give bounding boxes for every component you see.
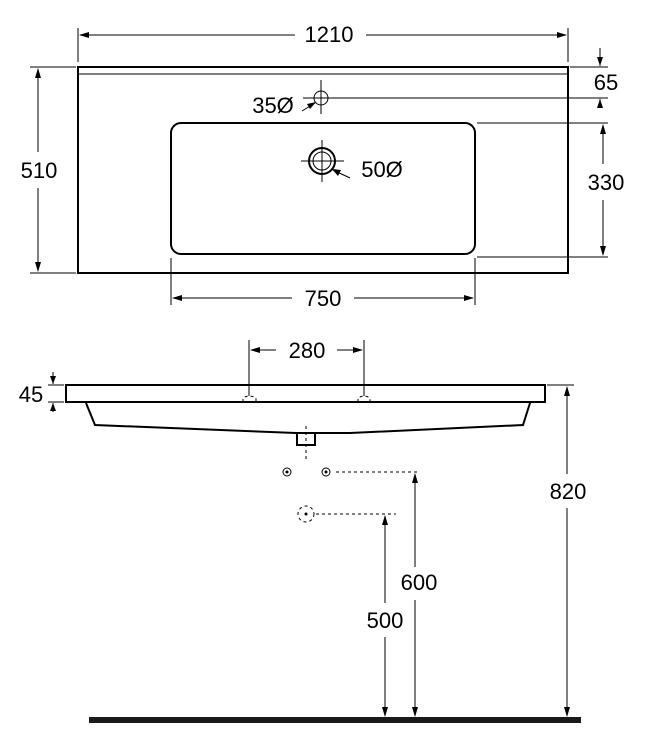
basin-outline (77, 66, 569, 274)
dim-supply-height: 600 (401, 570, 438, 595)
dim-tap-offset: 65 (594, 70, 618, 95)
bowl-outline (170, 122, 476, 255)
dim-waste-diameter: 50Ø (361, 157, 403, 182)
basin-bowl (85, 402, 531, 434)
dim-bowl-depth: 330 (588, 170, 625, 195)
wall-waste-outlet (297, 505, 315, 523)
floor-line (89, 717, 581, 723)
dim-tap-hole-diameter: 35Ø (252, 93, 294, 118)
supply-valve-left (282, 467, 292, 477)
dim-rim-height: 820 (550, 479, 587, 504)
dim-fixing-spacing: 280 (289, 338, 326, 363)
supply-valve-right (321, 467, 331, 477)
front-view: 280 45 600 500 (19, 338, 587, 723)
basin-rim (65, 384, 546, 403)
dim-bowl-width: 750 (305, 286, 342, 311)
dim-overall-width: 1210 (305, 22, 354, 47)
dim-rim-thickness: 45 (19, 382, 43, 407)
top-view: 1210 510 65 35Ø 50Ø 330 75 (21, 22, 625, 311)
dim-overall-depth: 510 (21, 158, 58, 183)
dim-waste-height: 500 (367, 608, 404, 633)
